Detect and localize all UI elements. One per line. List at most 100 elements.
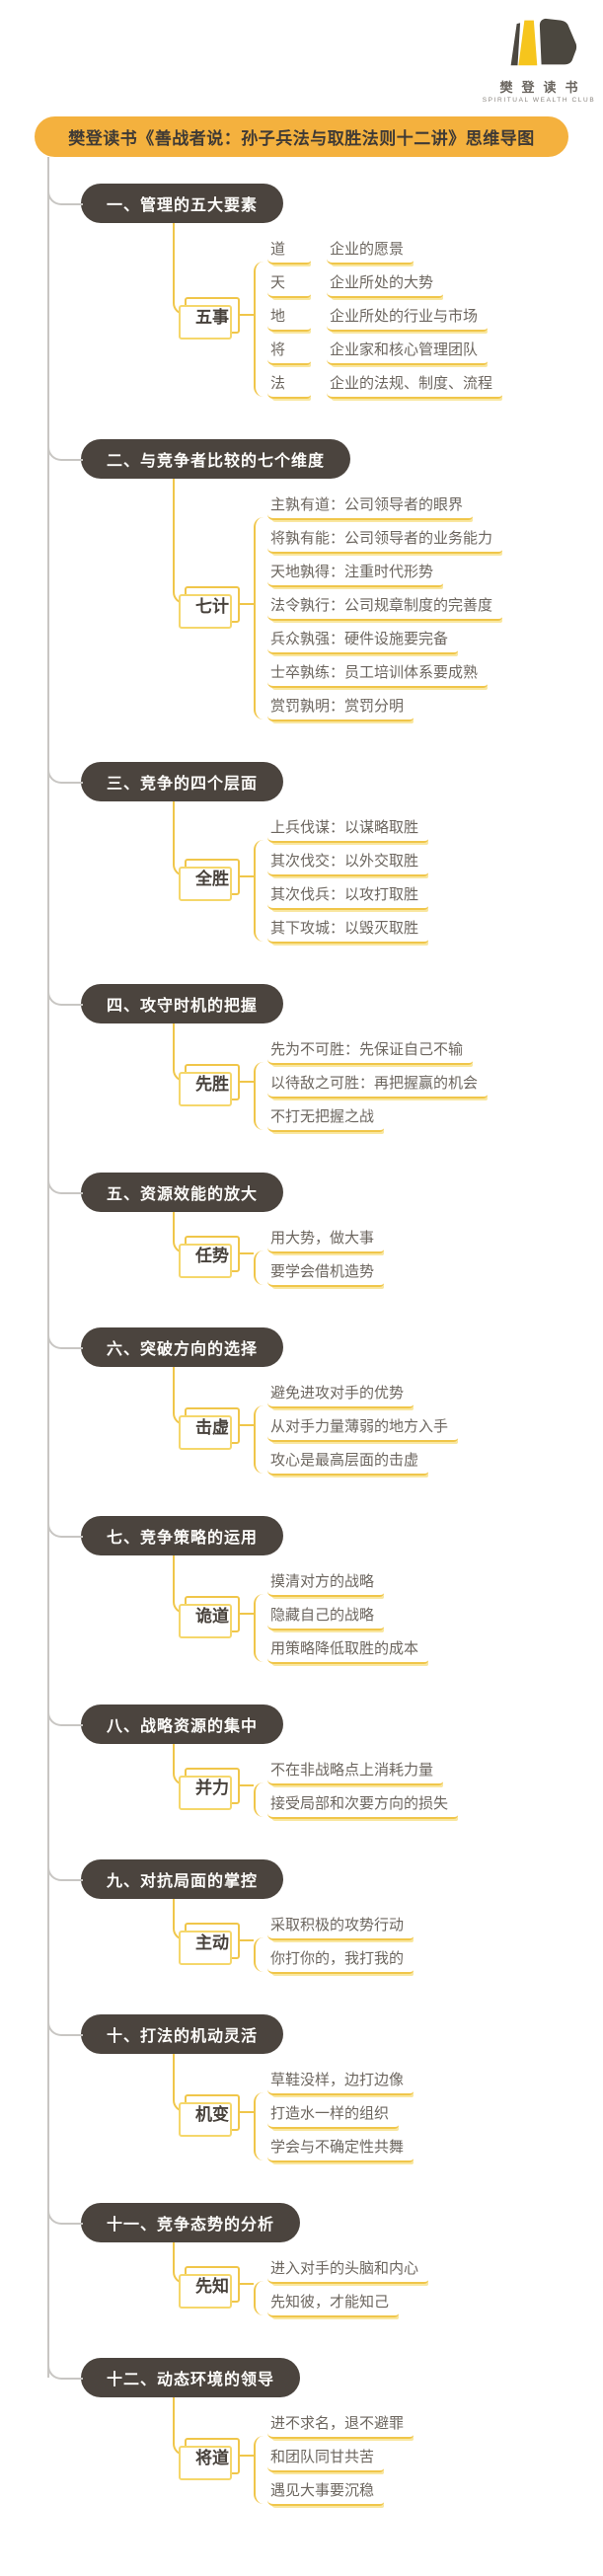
subtopic-connector-line	[240, 2111, 254, 2113]
subtopic-label: 并力	[195, 1778, 229, 1797]
subtopic-connector-line	[240, 1939, 254, 1941]
leaf-node: 法企业的法规、制度、流程	[267, 365, 503, 399]
section-subtree: 主动 采取积极的攻势行动你打你的，我打我的	[81, 1897, 603, 1982]
section-heading-pill: 八、战略资源的集中	[46, 1705, 284, 1744]
trunk-connector-line	[47, 157, 49, 2378]
section-heading-pill: 五、资源效能的放大	[46, 1173, 284, 1212]
leaf-node: 隐藏自己的战略	[267, 1597, 428, 1630]
logo-tagline-text: SPIRITUAL WEALTH CLUB	[482, 97, 596, 104]
leaf-text: 攻心是最高层面的击虚	[267, 1449, 429, 1476]
leaf-text: 企业的愿景	[327, 238, 415, 265]
map-title-banner: 樊登读书《善战者说：孙子兵法与取胜法则十二讲》思维导图	[35, 116, 568, 157]
subtopic-connector-line	[240, 1424, 254, 1426]
leaf-text: 从对手力量薄弱的地方入手	[267, 1415, 459, 1442]
leaf-list: 主孰有道：公司领导者的眼界将孰有能：公司领导者的业务能力天地孰得：注重时代形势法…	[254, 487, 503, 721]
leaf-node: 学会与不确定性共舞	[267, 2129, 415, 2162]
leaf-text: 接受局部和次要方向的损失	[267, 1792, 459, 1819]
subtopic-connector-line	[240, 2283, 254, 2285]
leaf-node: 打造水一样的组织	[267, 2095, 414, 2129]
branch-section: 十二、动态环境的领导 将道 进不求名，退不避罪和团队同甘共苦遇见大事要沉稳	[0, 2358, 603, 2514]
leaf-text: 企业的法规、制度、流程	[327, 372, 503, 399]
leaf-node: 用大势，做大事	[267, 1220, 385, 1253]
leaf-text: 将孰有能：公司领导者的业务能力	[267, 527, 503, 554]
subtopic-label: 全胜	[195, 869, 229, 888]
leaf-node: 从对手力量薄弱的地方入手	[267, 1408, 459, 1442]
subtopic-box: 先知	[179, 2265, 240, 2309]
section-subtree: 先知 进入对手的头脑和内心先知彼，才能知己	[81, 2240, 603, 2325]
section-title: 八、战略资源的集中	[107, 1718, 259, 1735]
subtopic-label: 主动	[195, 1932, 229, 1952]
section-title: 六、突破方向的选择	[107, 1341, 259, 1358]
leaf-node: 上兵伐谋：以谋略取胜	[267, 809, 429, 843]
leaf-text: 不打无把握之战	[267, 1105, 385, 1132]
map-title: 樊登读书《善战者说：孙子兵法与取胜法则十二讲》思维导图	[68, 129, 535, 148]
section-title: 四、攻守时机的把握	[107, 998, 259, 1015]
subtopic-connector-line	[240, 1252, 254, 1254]
subtopic-label: 任势	[195, 1246, 229, 1265]
branch-section: 八、战略资源的集中 并力 不在非战略点上消耗力量接受局部和次要方向的损失	[0, 1705, 603, 1827]
subtopic-box: 任势	[179, 1235, 240, 1278]
section-title: 十一、竞争态势的分析	[107, 2217, 275, 2234]
leaf-text: 天地孰得：注重时代形势	[267, 561, 444, 587]
subtopic-label: 先胜	[195, 1074, 229, 1094]
leaf-node: 地企业所处的行业与市场	[267, 298, 502, 332]
leaf-list: 不在非战略点上消耗力量接受局部和次要方向的损失	[254, 1752, 459, 1819]
leaf-text: 隐藏自己的战略	[267, 1604, 385, 1630]
leaf-list: 摸清对方的战略隐藏自己的战略用策略降低取胜的成本	[254, 1563, 429, 1664]
leaf-text: 先为不可胜：先保证自己不输	[267, 1038, 474, 1065]
leaf-text: 法令孰行：公司规章制度的完善度	[267, 594, 503, 621]
branch-section: 七、竞争策略的运用 诡道 摸清对方的战略隐藏自己的战略用策略降低取胜的成本	[0, 1516, 603, 1672]
leaf-node: 摸清对方的战略	[267, 1563, 428, 1597]
branch-section: 九、对抗局面的掌控 主动 采取积极的攻势行动你打你的，我打我的	[0, 1859, 603, 1982]
leaf-text: 要学会借机造势	[267, 1260, 385, 1287]
leaf-node: 天企业所处的大势	[267, 265, 502, 298]
leaf-text: 先知彼，才能知己	[267, 2291, 400, 2317]
subtopic-box: 全胜	[179, 858, 240, 901]
leaf-node: 士卒孰练：员工培训体系要成熟	[267, 654, 502, 688]
leaf-text: 你打你的，我打我的	[267, 1947, 415, 1974]
leaf-node: 其次伐交：以外交取胜	[267, 843, 429, 876]
leaf-node: 其下攻城：以毁灭取胜	[267, 910, 429, 944]
subtopic-box: 七计	[179, 585, 240, 629]
leaf-text: 摸清对方的战略	[267, 1570, 385, 1597]
subtopic-box: 诡道	[179, 1595, 240, 1638]
section-heading-pill: 十一、竞争态势的分析	[46, 2203, 301, 2242]
section-title: 五、资源效能的放大	[107, 1186, 259, 1203]
leaf-list: 用大势，做大事要学会借机造势	[254, 1220, 385, 1287]
section-title: 十二、动态环境的领导	[107, 2372, 275, 2388]
leaf-text: 企业所处的大势	[327, 271, 444, 298]
leaf-node: 攻心是最高层面的击虚	[267, 1442, 458, 1476]
section-heading-pill: 十、打法的机动灵活	[46, 2014, 284, 2054]
leaf-label: 地	[267, 305, 311, 332]
subtopic-box: 机变	[179, 2093, 240, 2137]
leaf-list: 避免进攻对手的优势从对手力量薄弱的地方入手攻心是最高层面的击虚	[254, 1375, 459, 1476]
leaf-list: 进入对手的头脑和内心先知彼，才能知己	[254, 2250, 429, 2317]
leaf-text: 士卒孰练：员工培训体系要成熟	[267, 661, 489, 688]
leaf-list: 先为不可胜：先保证自己不输以待敌之可胜：再把握赢的机会不打无把握之战	[254, 1031, 489, 1132]
subtopic-box: 并力	[179, 1767, 240, 1810]
subtopic-connector-line	[240, 2455, 254, 2457]
leaf-label: 将	[267, 339, 311, 365]
leaf-node: 草鞋没样，边打边像	[267, 2062, 415, 2095]
section-subtree: 七计 主孰有道：公司领导者的眼界将孰有能：公司领导者的业务能力天地孰得：注重时代…	[81, 477, 603, 729]
subtopic-label: 七计	[195, 596, 229, 616]
subtopic-label: 击虚	[195, 1417, 229, 1437]
leaf-node: 接受局部和次要方向的损失	[267, 1785, 459, 1819]
leaf-list: 进不求名，退不避罪和团队同甘共苦遇见大事要沉稳	[254, 2405, 415, 2506]
leaf-text: 其次伐交：以外交取胜	[267, 850, 429, 876]
leaf-list: 采取积极的攻势行动你打你的，我打我的	[254, 1907, 415, 1974]
branch-connector-line	[173, 799, 185, 876]
subtopic-label: 诡道	[195, 1606, 229, 1626]
header: 樊登读书《善战者说：孙子兵法与取胜法则十二讲》思维导图	[0, 0, 603, 157]
section-subtree: 先胜 先为不可胜：先保证自己不输以待敌之可胜：再把握赢的机会不打无把握之战	[81, 1022, 603, 1140]
leaf-text: 草鞋没样，边打边像	[267, 2069, 415, 2095]
subtopic-connector-line	[240, 875, 254, 877]
subtopic-connector-line	[240, 1784, 254, 1786]
leaf-node: 道企业的愿景	[267, 231, 502, 265]
branch-section: 二、与竞争者比较的七个维度 七计 主孰有道：公司领导者的眼界将孰有能：公司领导者…	[0, 439, 603, 729]
leaf-node: 天地孰得：注重时代形势	[267, 554, 502, 587]
leaf-label: 道	[267, 238, 311, 265]
leaf-label: 天	[267, 271, 311, 298]
leaf-node: 和团队同甘共苦	[267, 2439, 414, 2472]
logo-brand-text: 樊登读书	[499, 80, 587, 95]
